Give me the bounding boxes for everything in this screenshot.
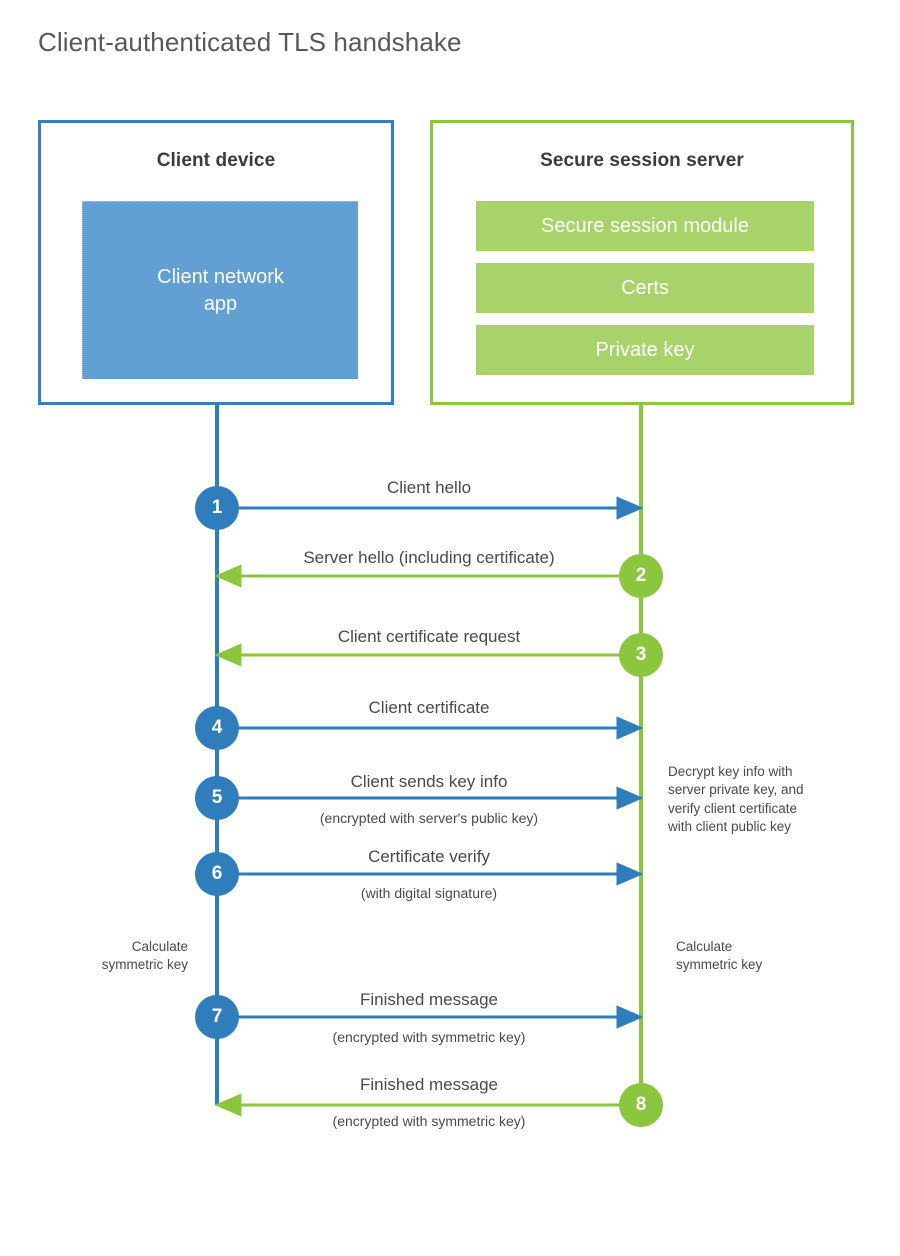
message-sublabel-8: (encrypted with symmetric key) xyxy=(332,1113,526,1129)
step-badge-7[interactable]: 7 xyxy=(195,995,239,1039)
message-label-4: Client certificate xyxy=(368,698,490,717)
server-component-secure-session-module: Secure session module xyxy=(476,201,814,251)
step-badge-2[interactable]: 2 xyxy=(619,554,663,598)
client-calc-note: Calculate symmetric key xyxy=(101,939,188,973)
message-sublabel-7: (encrypted with symmetric key) xyxy=(332,1029,526,1045)
server-calc-note: Calculate symmetric key xyxy=(676,939,763,973)
arrow-layer xyxy=(214,496,644,1117)
step-badge-4[interactable]: 4 xyxy=(195,706,239,750)
message-label-2: Server hello (including certificate) xyxy=(303,548,555,567)
message-label-5: Client sends key info xyxy=(350,772,508,791)
page-title: Client-authenticated TLS handshake xyxy=(38,27,462,57)
message-label-8: Finished message xyxy=(360,1075,498,1094)
message-label-1: Client hello xyxy=(386,478,472,497)
server-decrypt-note: Decrypt key info with server private key… xyxy=(668,764,804,835)
actor-title-client: Client device xyxy=(156,150,276,171)
step-badge-8[interactable]: 8 xyxy=(619,1083,663,1127)
message-sublabel-5: (encrypted with server's public key) xyxy=(319,810,539,826)
server-component-stack: Secure session module Certs Private key xyxy=(476,201,814,375)
step-badge-6[interactable]: 6 xyxy=(195,852,239,896)
message-label-3: Client certificate request xyxy=(337,627,521,646)
message-sublabel-6: (with digital signature) xyxy=(360,885,498,901)
actor-title-server: Secure session server xyxy=(540,150,744,171)
step-badge-3[interactable]: 3 xyxy=(619,633,663,677)
server-component-private-key: Private key xyxy=(476,325,814,375)
client-network-app-block: Client network app xyxy=(82,201,358,379)
step-badge-5[interactable]: 5 xyxy=(195,776,239,820)
step-badge-1[interactable]: 1 xyxy=(195,486,239,530)
actor-box-server: Secure session server Secure session mod… xyxy=(430,120,854,405)
message-label-6: Certificate verify xyxy=(368,847,490,866)
message-label-7: Finished message xyxy=(360,990,498,1009)
server-component-certs: Certs xyxy=(476,263,814,313)
actor-box-client: Client device Client network app xyxy=(38,120,394,405)
